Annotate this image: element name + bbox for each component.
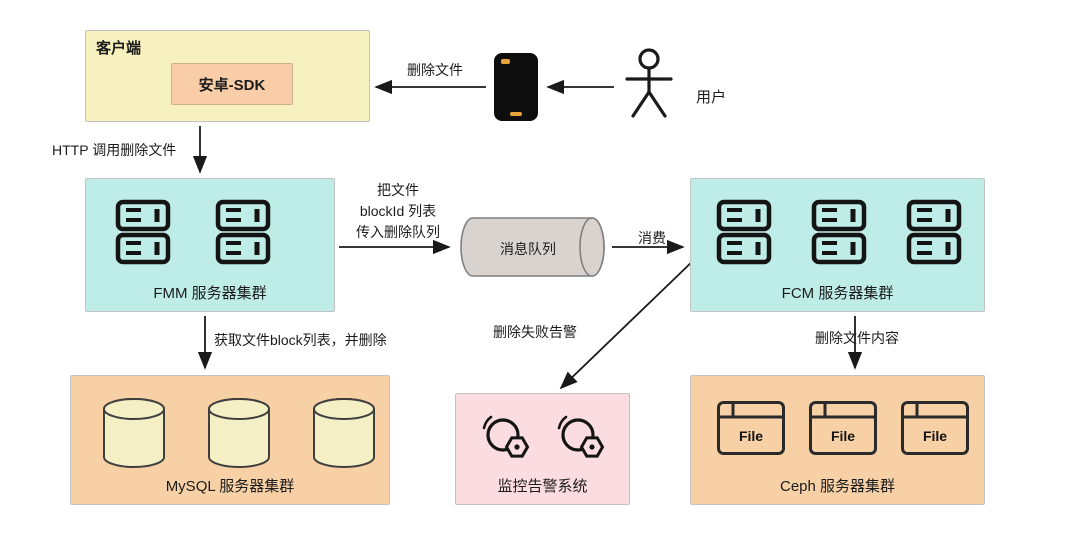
edge-label-fail-alert: 删除失败告警 [493,324,577,340]
database-icon [208,398,270,468]
edge-label-get-blocks: 获取文件block列表，并删除 [214,332,387,348]
edge-label-blockid-queue: 把文件 blockId 列表 传入删除队列 [356,182,440,240]
mysql-label: MySQL 服务器集群 [165,478,295,495]
database-icon [103,398,165,468]
server-icon [215,199,271,265]
server-icon [716,199,772,265]
client-title: 客户端 [96,40,142,57]
android-sdk-node: 安卓-SDK [171,63,293,105]
edge-label-http-delete: HTTP 调用删除文件 [52,142,177,158]
queue-cylinder-icon [460,217,605,277]
file-icon-label: File [923,428,947,444]
file-icon: File [717,401,785,455]
queue-label: 消息队列 [500,241,556,257]
fmm-label: FMM 服务器集群 [153,285,267,302]
mysql-cluster-node: MySQL 服务器集群 [70,375,390,505]
ceph-cluster-node: File File File Ceph 服务器集群 [690,375,985,505]
file-icon: File [809,401,877,455]
alarm-icon [557,415,605,458]
server-icon [906,199,962,265]
alarm-icon [482,415,530,458]
edge-label-delete-content: 删除文件内容 [815,330,899,346]
message-queue-node [455,214,610,280]
phone-home-bar [510,112,522,116]
file-icon-label: File [831,428,855,444]
server-icon [811,199,867,265]
edge-label-delete-file: 删除文件 [407,62,463,78]
fcm-label: FCM 服务器集群 [781,285,894,302]
ceph-label: Ceph 服务器集群 [779,478,896,495]
fcm-cluster-node: FCM 服务器集群 [690,178,985,312]
file-icon: File [901,401,969,455]
file-icon-label: File [739,428,763,444]
monitor-label: 监控告警系统 [497,478,588,495]
client-node: 客户端 安卓-SDK [85,30,370,122]
monitor-node: 监控告警系统 [455,393,630,505]
android-sdk-label: 安卓-SDK [198,76,266,94]
fmm-cluster-node: FMM 服务器集群 [85,178,335,312]
user-label: 用户 [696,89,727,106]
database-icon [313,398,375,468]
phone-camera-dot [501,59,510,64]
server-icon [115,199,171,265]
user-icon [625,48,673,118]
phone-icon [494,53,538,121]
edge-label-consume: 消费 [638,230,666,246]
